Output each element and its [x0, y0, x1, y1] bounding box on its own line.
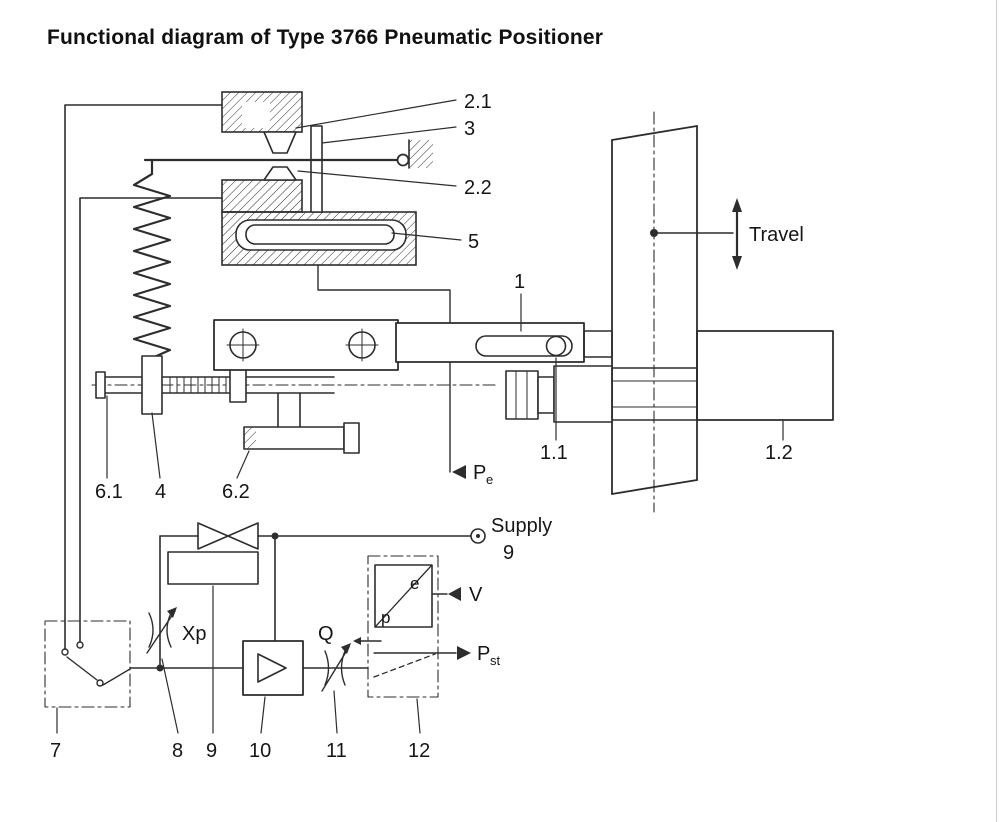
pe-signal: P e	[317, 264, 493, 487]
flapper-plate	[310, 125, 323, 213]
nozzle-upper	[263, 131, 297, 154]
amplifier-box	[242, 640, 304, 696]
clamp-plate	[553, 365, 613, 423]
valve-stem-assembly: Travel 1.1 1.2	[505, 111, 834, 513]
diaphragm-element	[245, 224, 395, 245]
module-outline	[367, 555, 439, 698]
xp-label: Xp	[182, 623, 206, 645]
switch-box: 7	[44, 620, 131, 762]
xp-arrow-icon	[167, 607, 177, 618]
rod-threads	[169, 376, 227, 394]
v-arrow-icon	[448, 587, 461, 601]
converter-p-label: p	[381, 608, 390, 627]
label-4: 4	[155, 481, 166, 503]
label-6-1: 6.1	[95, 481, 123, 503]
clamp-cylinder	[243, 426, 345, 450]
ep-converter-module: e p V P st 12	[353, 555, 501, 762]
valve-body	[167, 551, 259, 585]
q-label: Q	[318, 623, 334, 645]
flapper-pivot	[396, 153, 410, 167]
pst-subscript: st	[490, 653, 501, 668]
travel-label: Travel	[749, 224, 804, 246]
label-8: 8	[172, 740, 183, 762]
pst-arrow-icon	[457, 646, 471, 660]
travel-arrow-down-icon	[732, 256, 742, 270]
label-7: 7	[50, 740, 61, 762]
v-label: V	[469, 584, 483, 606]
label-10: 10	[249, 740, 271, 762]
pivot-anchor	[409, 140, 433, 168]
spring-seat	[141, 355, 163, 415]
label-5: 5	[468, 231, 479, 253]
valve-triangle-right	[227, 522, 259, 550]
label-3: 3	[464, 118, 475, 140]
converter-e-label: e	[410, 574, 419, 593]
nozzle-lower	[263, 166, 297, 181]
amplifier: 10	[242, 640, 369, 762]
range-spring	[132, 158, 172, 360]
valve-triangle-left	[197, 522, 229, 550]
nozzle-flapper-assembly: 2.1 3 2.2 5	[143, 91, 492, 266]
page-title: Functional diagram of Type 3766 Pneumati…	[47, 26, 604, 49]
label-6-2: 6.2	[222, 481, 250, 503]
supply-number: 9	[503, 542, 514, 564]
amplifier-triangle-icon	[257, 653, 287, 683]
rod-nut	[229, 367, 247, 403]
label-9: 9	[206, 740, 217, 762]
label-1: 1	[514, 271, 525, 293]
q-restriction: Q 11	[318, 623, 351, 762]
lever-slot	[475, 335, 573, 357]
feedback-connection-lines	[64, 104, 223, 650]
supply-line: Supply 9	[159, 515, 552, 642]
xp-restriction	[148, 612, 154, 648]
label-11: 11	[326, 740, 347, 762]
page-edge	[996, 0, 997, 822]
label-1-2: 1.2	[765, 442, 793, 464]
label-2-2: 2.2	[464, 177, 492, 199]
pe-subscript: e	[486, 472, 493, 487]
lever-mechanism: 6.1 4 6.2	[91, 319, 498, 503]
adjust-arrow-icon	[353, 637, 361, 645]
label-1-1: 1.1	[540, 442, 568, 464]
pe-label: P	[473, 462, 486, 484]
travel-arrow-up-icon	[732, 198, 742, 212]
label-2-1: 2.1	[464, 91, 492, 113]
follower-pin	[545, 335, 567, 357]
clamp-bolt	[343, 422, 360, 454]
clamp-bolt-head	[505, 370, 539, 420]
switch-box-outline	[44, 620, 131, 708]
stem-bracket-block	[696, 330, 834, 421]
rod-end-cap	[95, 371, 106, 399]
stem-clamp	[611, 367, 698, 421]
label-12: 12	[408, 740, 430, 762]
follower-lever: 1	[395, 271, 613, 363]
supply-port-icon	[470, 528, 486, 544]
signal-line: Xp 8 9	[129, 535, 244, 762]
q-arrow-icon	[341, 643, 351, 654]
lever-stem-connector	[583, 330, 613, 358]
pe-arrow-icon	[452, 465, 466, 479]
supply-label: Supply	[491, 515, 552, 537]
pst-label: P	[477, 643, 490, 665]
feedback-dashed-line	[373, 653, 436, 678]
